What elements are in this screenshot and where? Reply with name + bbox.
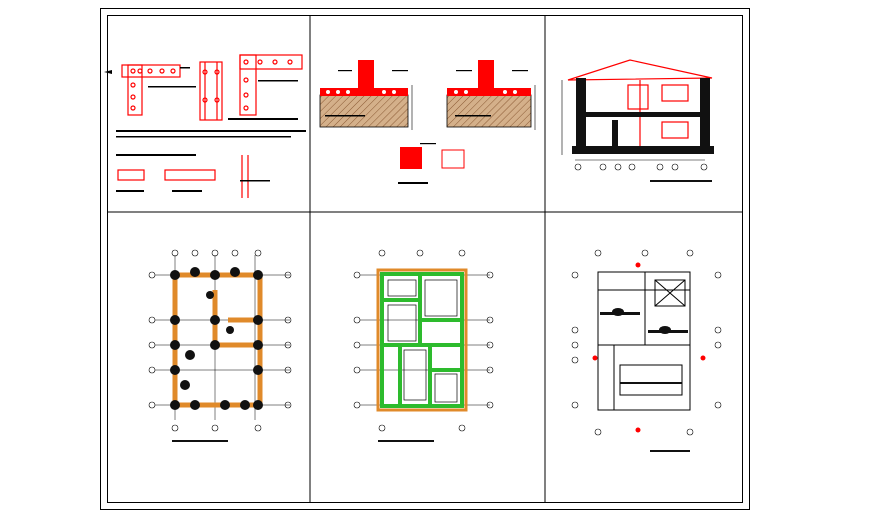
panel-dividers [107, 15, 743, 502]
drawing-sheet [100, 8, 750, 510]
panel-footing-sections [319, 60, 536, 184]
panel-building-section [561, 59, 714, 182]
sheet-frame [107, 15, 743, 503]
panel-column-layout [148, 249, 292, 442]
panel-rebar-details [104, 54, 306, 198]
panel-beam-layout [353, 249, 494, 442]
panel-floor-plan [571, 249, 722, 452]
